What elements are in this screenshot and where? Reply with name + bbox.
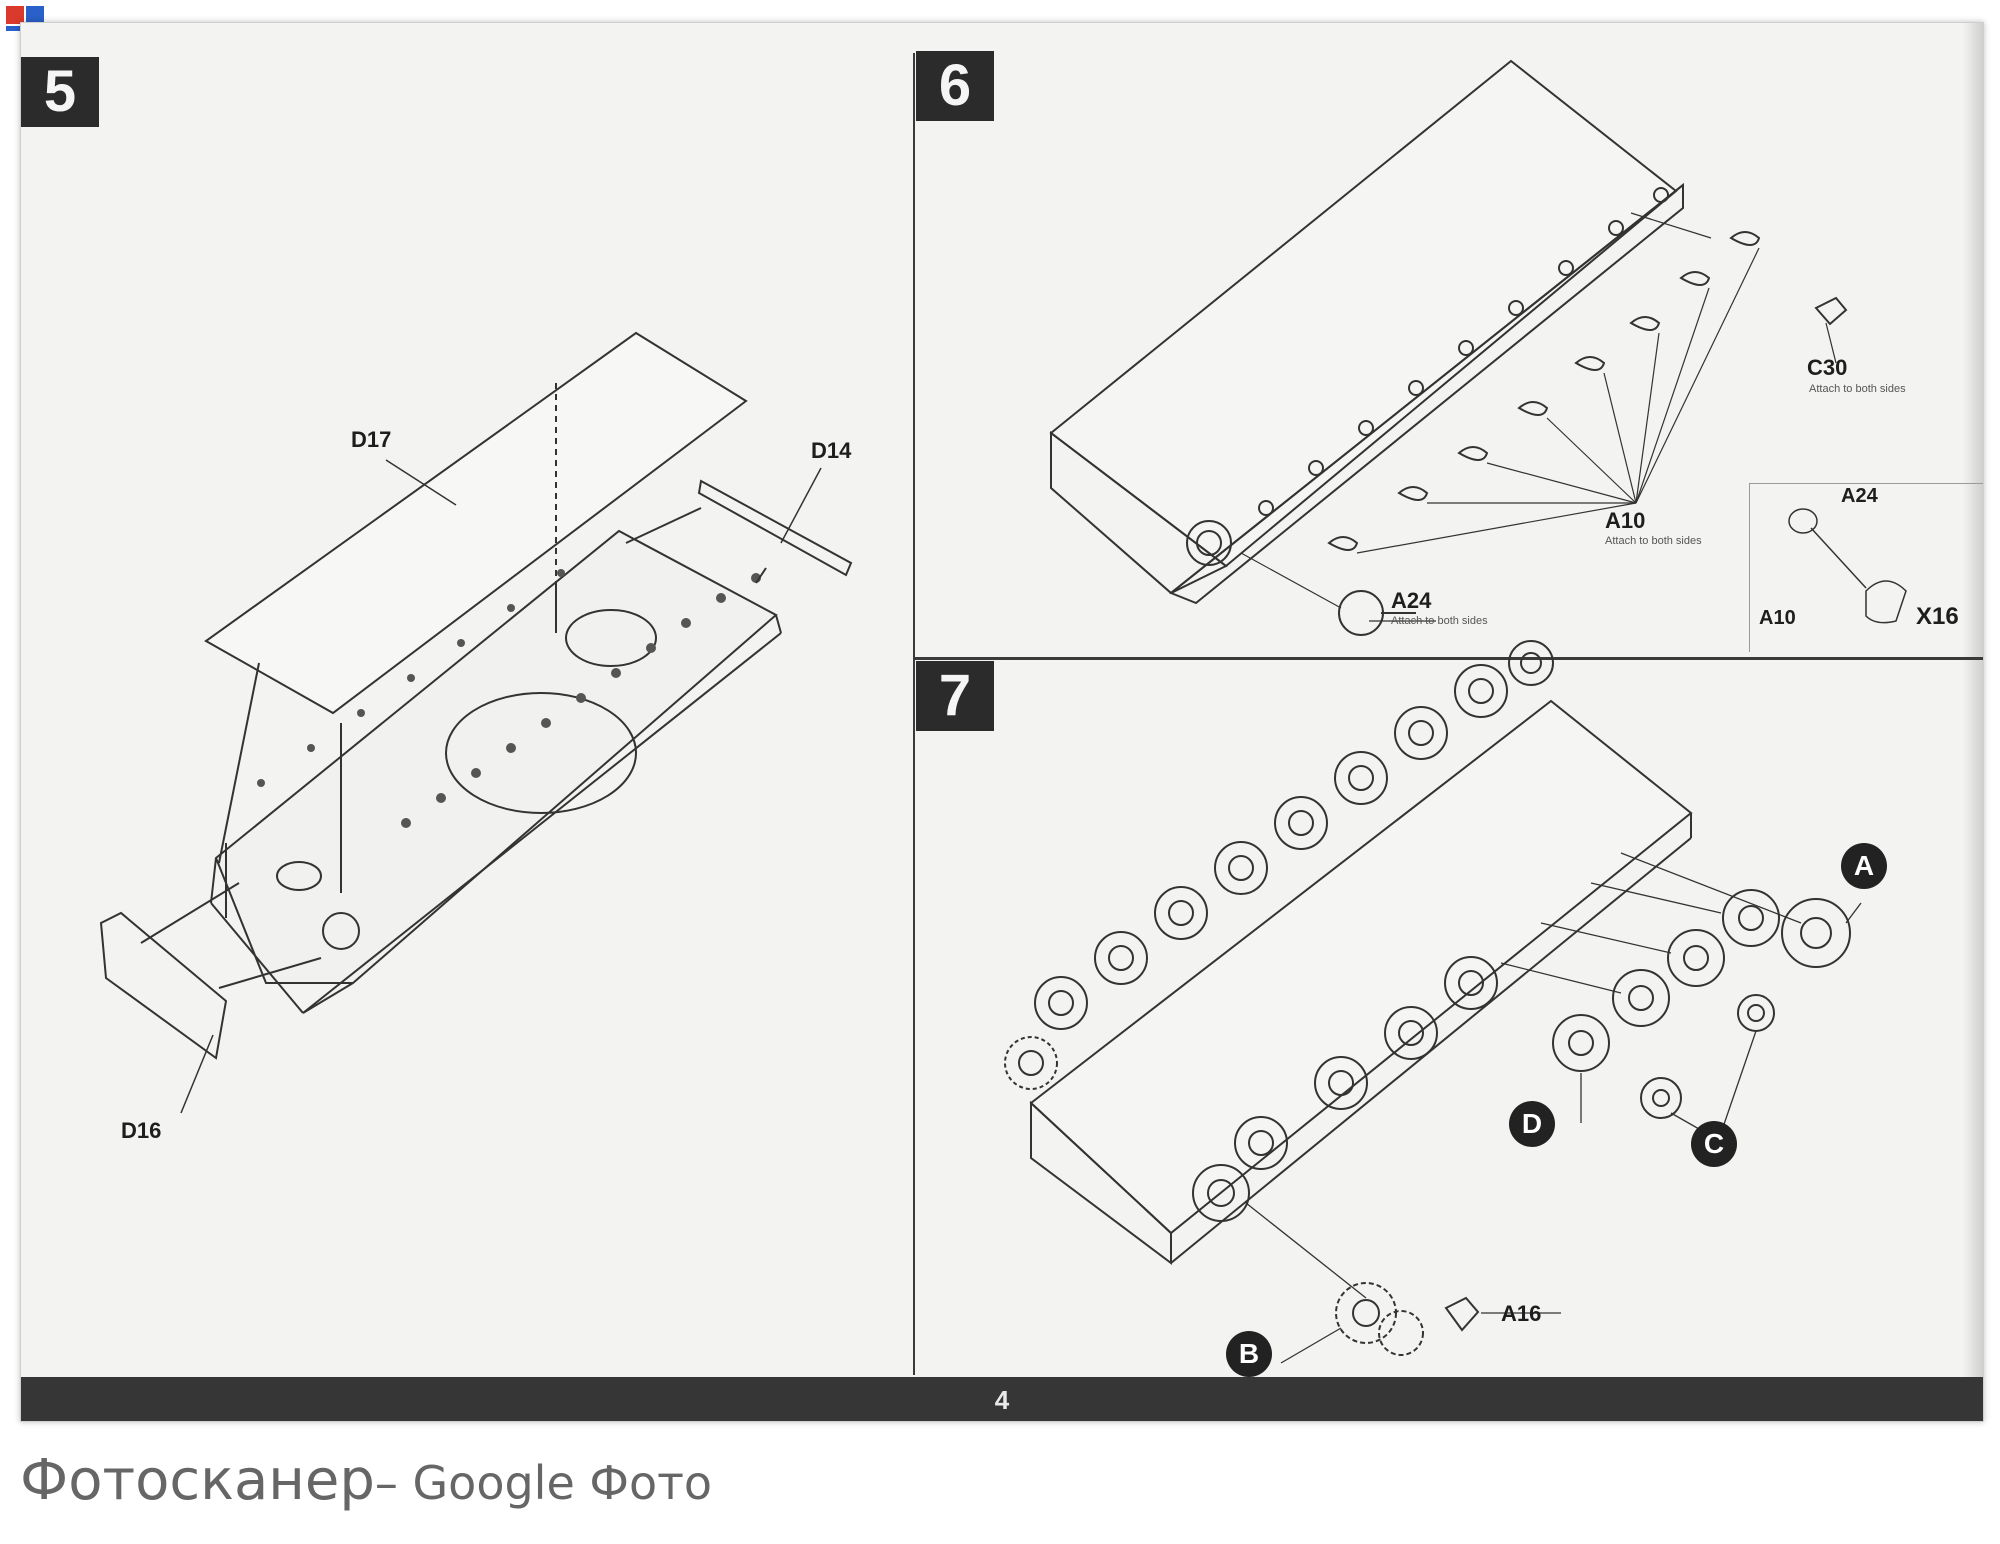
sub-assembly-b-marker: B [1226,1331,1272,1377]
manual-page: 5 6 7 D17 D14 D16 C30 Attach to both sid… [20,22,1984,1422]
inset-label-a24: A24 [1841,485,1878,507]
step7-chassis-drawing [1004,640,1862,1364]
part-label-c30: C30 [1807,355,1848,380]
panel-divider-horizontal [913,657,1983,660]
note-a10: Attach to both sides [1605,535,1702,547]
sub-assembly-d-marker: D [1509,1101,1555,1147]
photo-caption: Фотосканер– Google Фото [20,1448,712,1513]
part-label-d16: D16 [121,1118,162,1143]
page-footer: 4 [21,1377,1983,1421]
step-7-badge: 7 [916,661,994,731]
part-label-a16: A16 [1501,1301,1542,1326]
quantity-label: X16 [1916,603,1959,630]
note-c30: Attach to both sides [1809,383,1906,395]
caption-app-name: Фотосканер [20,1448,375,1513]
step5-hull-drawing [99,331,853,1114]
step6-inset-drawing [1788,508,1907,624]
part-label-d14: D14 [811,438,852,463]
step-5-badge: 5 [21,57,99,127]
detail-inset [1749,483,1983,652]
part-label-a10: A10 [1605,508,1646,533]
step6-chassis-drawing [1049,59,1848,636]
page-number: 4 [994,1385,1010,1415]
inset-label-a10: A10 [1759,607,1796,629]
panel-divider-vertical [913,53,915,1375]
assembly-drawings [99,59,1907,1364]
part-label-a24: A24 [1391,588,1432,613]
part-label-d17: D17 [351,427,392,452]
sub-assembly-a-marker: A [1841,843,1887,889]
note-a24: Attach to both sides [1391,615,1488,627]
page-shadow [1963,23,1983,1421]
caption-source: – Google Фото [374,1456,713,1510]
sub-assembly-c-marker: C [1691,1121,1737,1167]
step-6-badge: 6 [916,51,994,121]
